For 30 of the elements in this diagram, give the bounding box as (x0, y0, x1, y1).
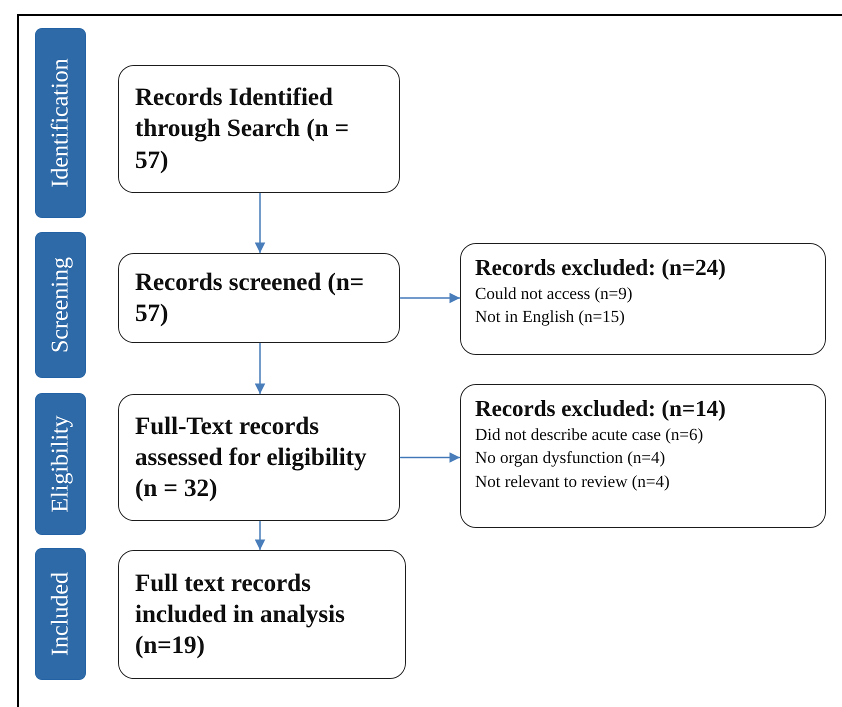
stage-label: Screening (47, 257, 74, 353)
stage-label: Identification (47, 58, 74, 188)
process-box (118, 65, 400, 193)
arrow (400, 292, 460, 304)
box-text: Records Identified through Search (n = 57) (135, 83, 350, 176)
stage-label: Eligibility (47, 415, 74, 513)
process-box (118, 253, 400, 343)
arrow (254, 343, 266, 394)
box-text: Full-Text records assessed for eligibility (n = 32) (135, 412, 368, 504)
stage-band (35, 548, 86, 680)
box-text: Full text records included in analysis (n=19) (135, 568, 346, 662)
box-text: Records screened (n= 57) (135, 268, 366, 329)
process-box (118, 394, 400, 521)
box-heading: Records excluded: (n=14) (475, 395, 727, 423)
stage-label: Included (47, 572, 74, 656)
process-box (118, 550, 406, 679)
exclusion-box (460, 384, 826, 528)
arrow (254, 193, 266, 253)
exclusion-reason: No organ dysfunction (n=4) (475, 447, 666, 470)
stage-band (35, 232, 86, 378)
exclusion-reason: Could not access (n=9) (475, 282, 634, 305)
exclusion-reason: Not in English (n=15) (475, 306, 626, 328)
arrow (254, 521, 266, 550)
arrow (400, 452, 460, 463)
stage-band (35, 28, 86, 218)
box-heading: Records excluded: (n=24) (475, 254, 727, 282)
exclusion-reason: Not relevant to review (n=4) (475, 471, 671, 494)
exclusion-reason: Did not describe acute case (n=6) (475, 424, 704, 446)
stage-band (35, 393, 86, 535)
exclusion-box (460, 243, 826, 355)
